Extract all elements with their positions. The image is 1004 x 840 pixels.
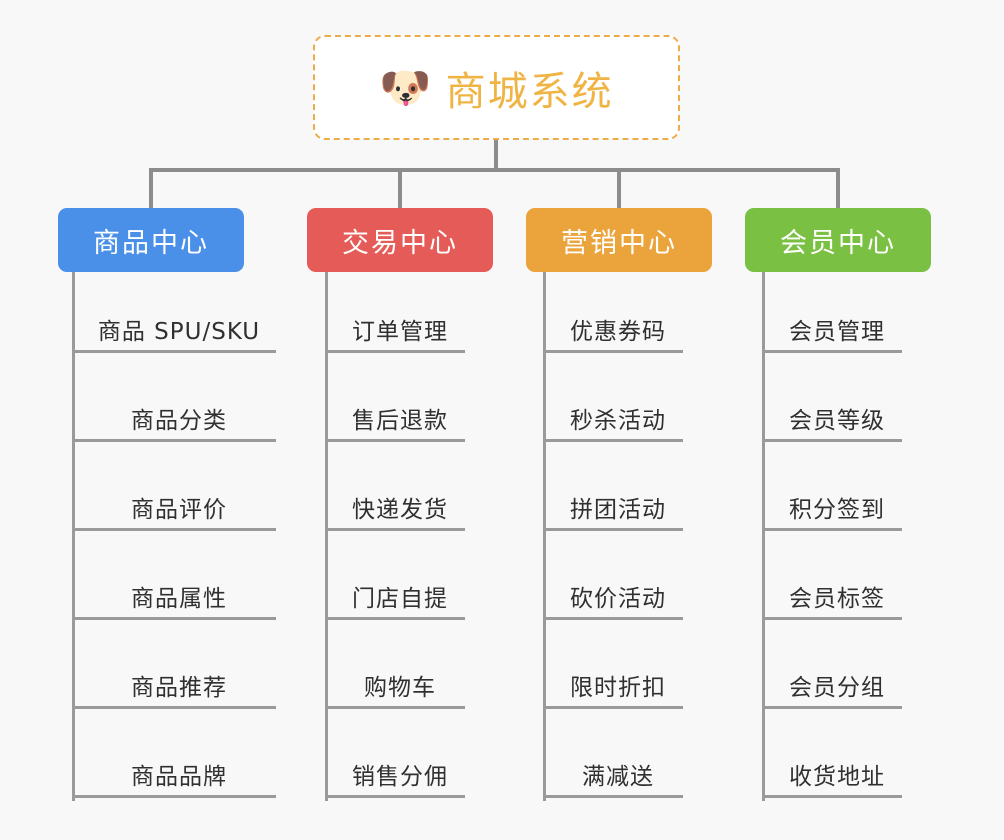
leaf-item[interactable]: 会员管理 bbox=[762, 272, 902, 353]
connector-drop-2 bbox=[398, 168, 402, 208]
category-header-4[interactable]: 会员中心 bbox=[745, 208, 931, 272]
category-header-2[interactable]: 交易中心 bbox=[307, 208, 493, 272]
leaf-item[interactable]: 商品品牌 bbox=[72, 712, 276, 798]
leaf-item-label: 会员等级 bbox=[789, 408, 885, 434]
category-header-3[interactable]: 营销中心 bbox=[526, 208, 712, 272]
leaf-item-label: 商品分类 bbox=[131, 408, 227, 434]
leaf-item-label: 商品属性 bbox=[131, 586, 227, 612]
leaf-item-label: 快递发货 bbox=[352, 497, 448, 523]
leaf-item-label: 积分签到 bbox=[789, 497, 885, 523]
leaf-item[interactable]: 积分签到 bbox=[762, 445, 902, 531]
connector-root-stem bbox=[494, 140, 498, 172]
leaf-item-label: 优惠券码 bbox=[570, 319, 666, 345]
leaf-item[interactable]: 销售分佣 bbox=[325, 712, 465, 798]
leaf-item[interactable]: 售后退款 bbox=[325, 356, 465, 442]
leaf-item-label: 商品评价 bbox=[131, 497, 227, 523]
leaf-item[interactable]: 购物车 bbox=[325, 623, 465, 709]
leaf-item[interactable]: 门店自提 bbox=[325, 534, 465, 620]
leaf-item[interactable]: 砍价活动 bbox=[543, 534, 683, 620]
leaf-item[interactable]: 会员分组 bbox=[762, 623, 902, 709]
leaf-item[interactable]: 优惠券码 bbox=[543, 272, 683, 353]
root-node[interactable]: 🐶 商城系统 bbox=[313, 35, 680, 140]
leaf-item-label: 秒杀活动 bbox=[570, 408, 666, 434]
leaf-item-label: 砍价活动 bbox=[570, 586, 666, 612]
leaf-item[interactable]: 收货地址 bbox=[762, 712, 902, 798]
connector-drop-1 bbox=[149, 168, 153, 208]
leaf-item-label: 购物车 bbox=[364, 675, 436, 701]
category-header-label: 交易中心 bbox=[342, 227, 458, 259]
connector-drop-4 bbox=[836, 168, 840, 208]
leaf-item[interactable]: 订单管理 bbox=[325, 272, 465, 353]
leaf-item[interactable]: 商品推荐 bbox=[72, 623, 276, 709]
leaf-item-label: 销售分佣 bbox=[352, 764, 448, 790]
leaf-item-label: 售后退款 bbox=[352, 408, 448, 434]
leaf-item[interactable]: 快递发货 bbox=[325, 445, 465, 531]
category-header-label: 营销中心 bbox=[561, 227, 677, 259]
leaf-item[interactable]: 秒杀活动 bbox=[543, 356, 683, 442]
leaf-item[interactable]: 满减送 bbox=[543, 712, 683, 798]
leaf-item-label: 商品品牌 bbox=[131, 764, 227, 790]
leaf-item[interactable]: 会员等级 bbox=[762, 356, 902, 442]
leaf-item-label: 商品推荐 bbox=[131, 675, 227, 701]
leaf-item[interactable]: 限时折扣 bbox=[543, 623, 683, 709]
leaf-spine bbox=[72, 272, 75, 801]
leaf-item-label: 会员管理 bbox=[789, 319, 885, 345]
leaf-item[interactable]: 商品属性 bbox=[72, 534, 276, 620]
leaf-spine bbox=[543, 272, 546, 801]
leaf-item[interactable]: 商品评价 bbox=[72, 445, 276, 531]
leaf-item-label: 满减送 bbox=[582, 764, 654, 790]
category-header-label: 会员中心 bbox=[780, 227, 896, 259]
leaf-item-label: 会员标签 bbox=[789, 586, 885, 612]
root-node-label: 商城系统 bbox=[445, 68, 614, 115]
connector-drop-3 bbox=[617, 168, 621, 208]
leaf-item[interactable]: 商品 SPU/SKU bbox=[72, 272, 276, 353]
category-header-label: 商品中心 bbox=[93, 227, 209, 259]
leaf-item[interactable]: 会员标签 bbox=[762, 534, 902, 620]
category-header-1[interactable]: 商品中心 bbox=[58, 208, 244, 272]
leaf-item-label: 收货地址 bbox=[789, 764, 885, 790]
leaf-item-label: 订单管理 bbox=[352, 319, 448, 345]
leaf-spine bbox=[325, 272, 328, 801]
connector-bus bbox=[149, 168, 840, 172]
leaf-spine bbox=[762, 272, 765, 801]
leaf-item[interactable]: 商品分类 bbox=[72, 356, 276, 442]
leaf-item-label: 商品 SPU/SKU bbox=[97, 319, 261, 345]
dog-face-icon: 🐶 bbox=[379, 62, 432, 112]
leaf-item[interactable]: 拼团活动 bbox=[543, 445, 683, 531]
leaf-item-label: 门店自提 bbox=[352, 586, 448, 612]
leaf-item-label: 限时折扣 bbox=[570, 675, 666, 701]
leaf-item-label: 拼团活动 bbox=[570, 497, 666, 523]
leaf-item-label: 会员分组 bbox=[789, 675, 885, 701]
